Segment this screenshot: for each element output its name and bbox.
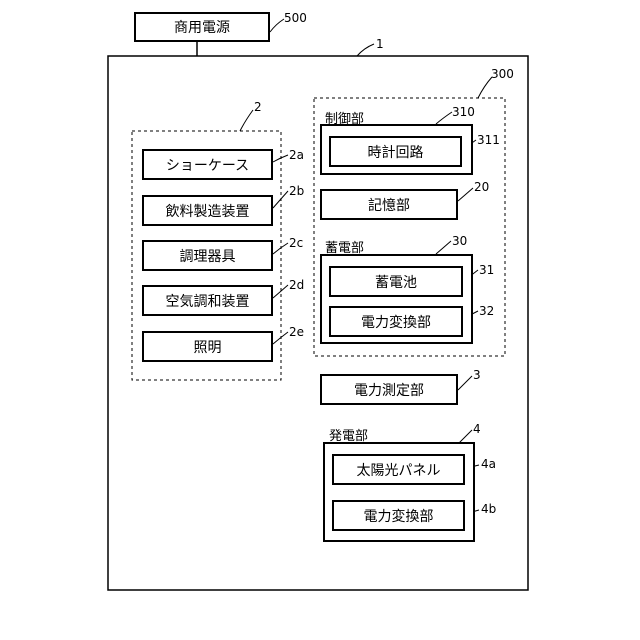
ref-311: 311 [477,133,500,147]
load-showcase-box: ショーケース [142,149,273,180]
load-lighting-label: 照明 [194,337,222,357]
leader-1 [357,44,374,56]
ref-500: 500 [284,11,307,25]
commercial-power-label: 商用電源 [174,17,230,37]
solar-panel-label: 太陽光パネル [357,460,441,480]
storage-box: 記憶部 [320,189,458,220]
leader-3 [458,376,472,390]
load-air-conditioner-box: 空気調和装置 [142,285,273,316]
ref-4b: 4b [481,502,496,516]
ref-20: 20 [474,180,489,194]
generator-converter-label: 電力変換部 [364,506,434,526]
load-cooking-appliance-box: 調理器具 [142,240,273,271]
load-showcase-label: ショーケース [166,155,249,175]
leader-20 [458,188,473,201]
ref-31: 31 [479,263,494,277]
battery-converter-label: 電力変換部 [361,312,431,332]
battery-label: 蓄電池 [375,272,417,292]
power-meter-label: 電力測定部 [354,380,424,400]
ref-2e: 2e [289,325,304,339]
ref-2: 2 [254,100,262,114]
ref-4: 4 [473,422,481,436]
battery-converter-box: 電力変換部 [329,306,463,337]
ref-2d: 2d [289,278,304,292]
leader-310 [436,112,452,124]
ref-1: 1 [376,37,384,51]
leader-30 [436,241,451,254]
load-air-conditioner-label: 空気調和装置 [166,291,250,311]
load-cooking-appliance-label: 調理器具 [180,246,236,266]
commercial-power-box: 商用電源 [134,12,270,42]
ref-310: 310 [452,105,475,119]
load-lighting-box: 照明 [142,331,273,362]
solar-panel-box: 太陽光パネル [332,454,465,485]
storage-label: 記憶部 [368,195,410,215]
power-meter-box: 電力測定部 [320,374,458,405]
ref-32: 32 [479,304,494,318]
ref-2c: 2c [289,236,303,250]
clock-circuit-label: 時計回路 [368,142,424,162]
ref-4a: 4a [481,457,496,471]
ref-2b: 2b [289,184,304,198]
leader-2 [240,110,253,131]
ref-2a: 2a [289,148,304,162]
clock-circuit-box: 時計回路 [329,136,462,167]
battery-box: 蓄電池 [329,266,463,297]
ref-300: 300 [491,67,514,81]
generator-converter-box: 電力変換部 [332,500,465,531]
leader-500 [270,19,284,32]
load-beverage-maker-label: 飲料製造装置 [166,201,250,221]
leader-300 [478,77,492,98]
load-beverage-maker-box: 飲料製造装置 [142,195,273,226]
ref-3: 3 [473,368,481,382]
ref-30: 30 [452,234,467,248]
